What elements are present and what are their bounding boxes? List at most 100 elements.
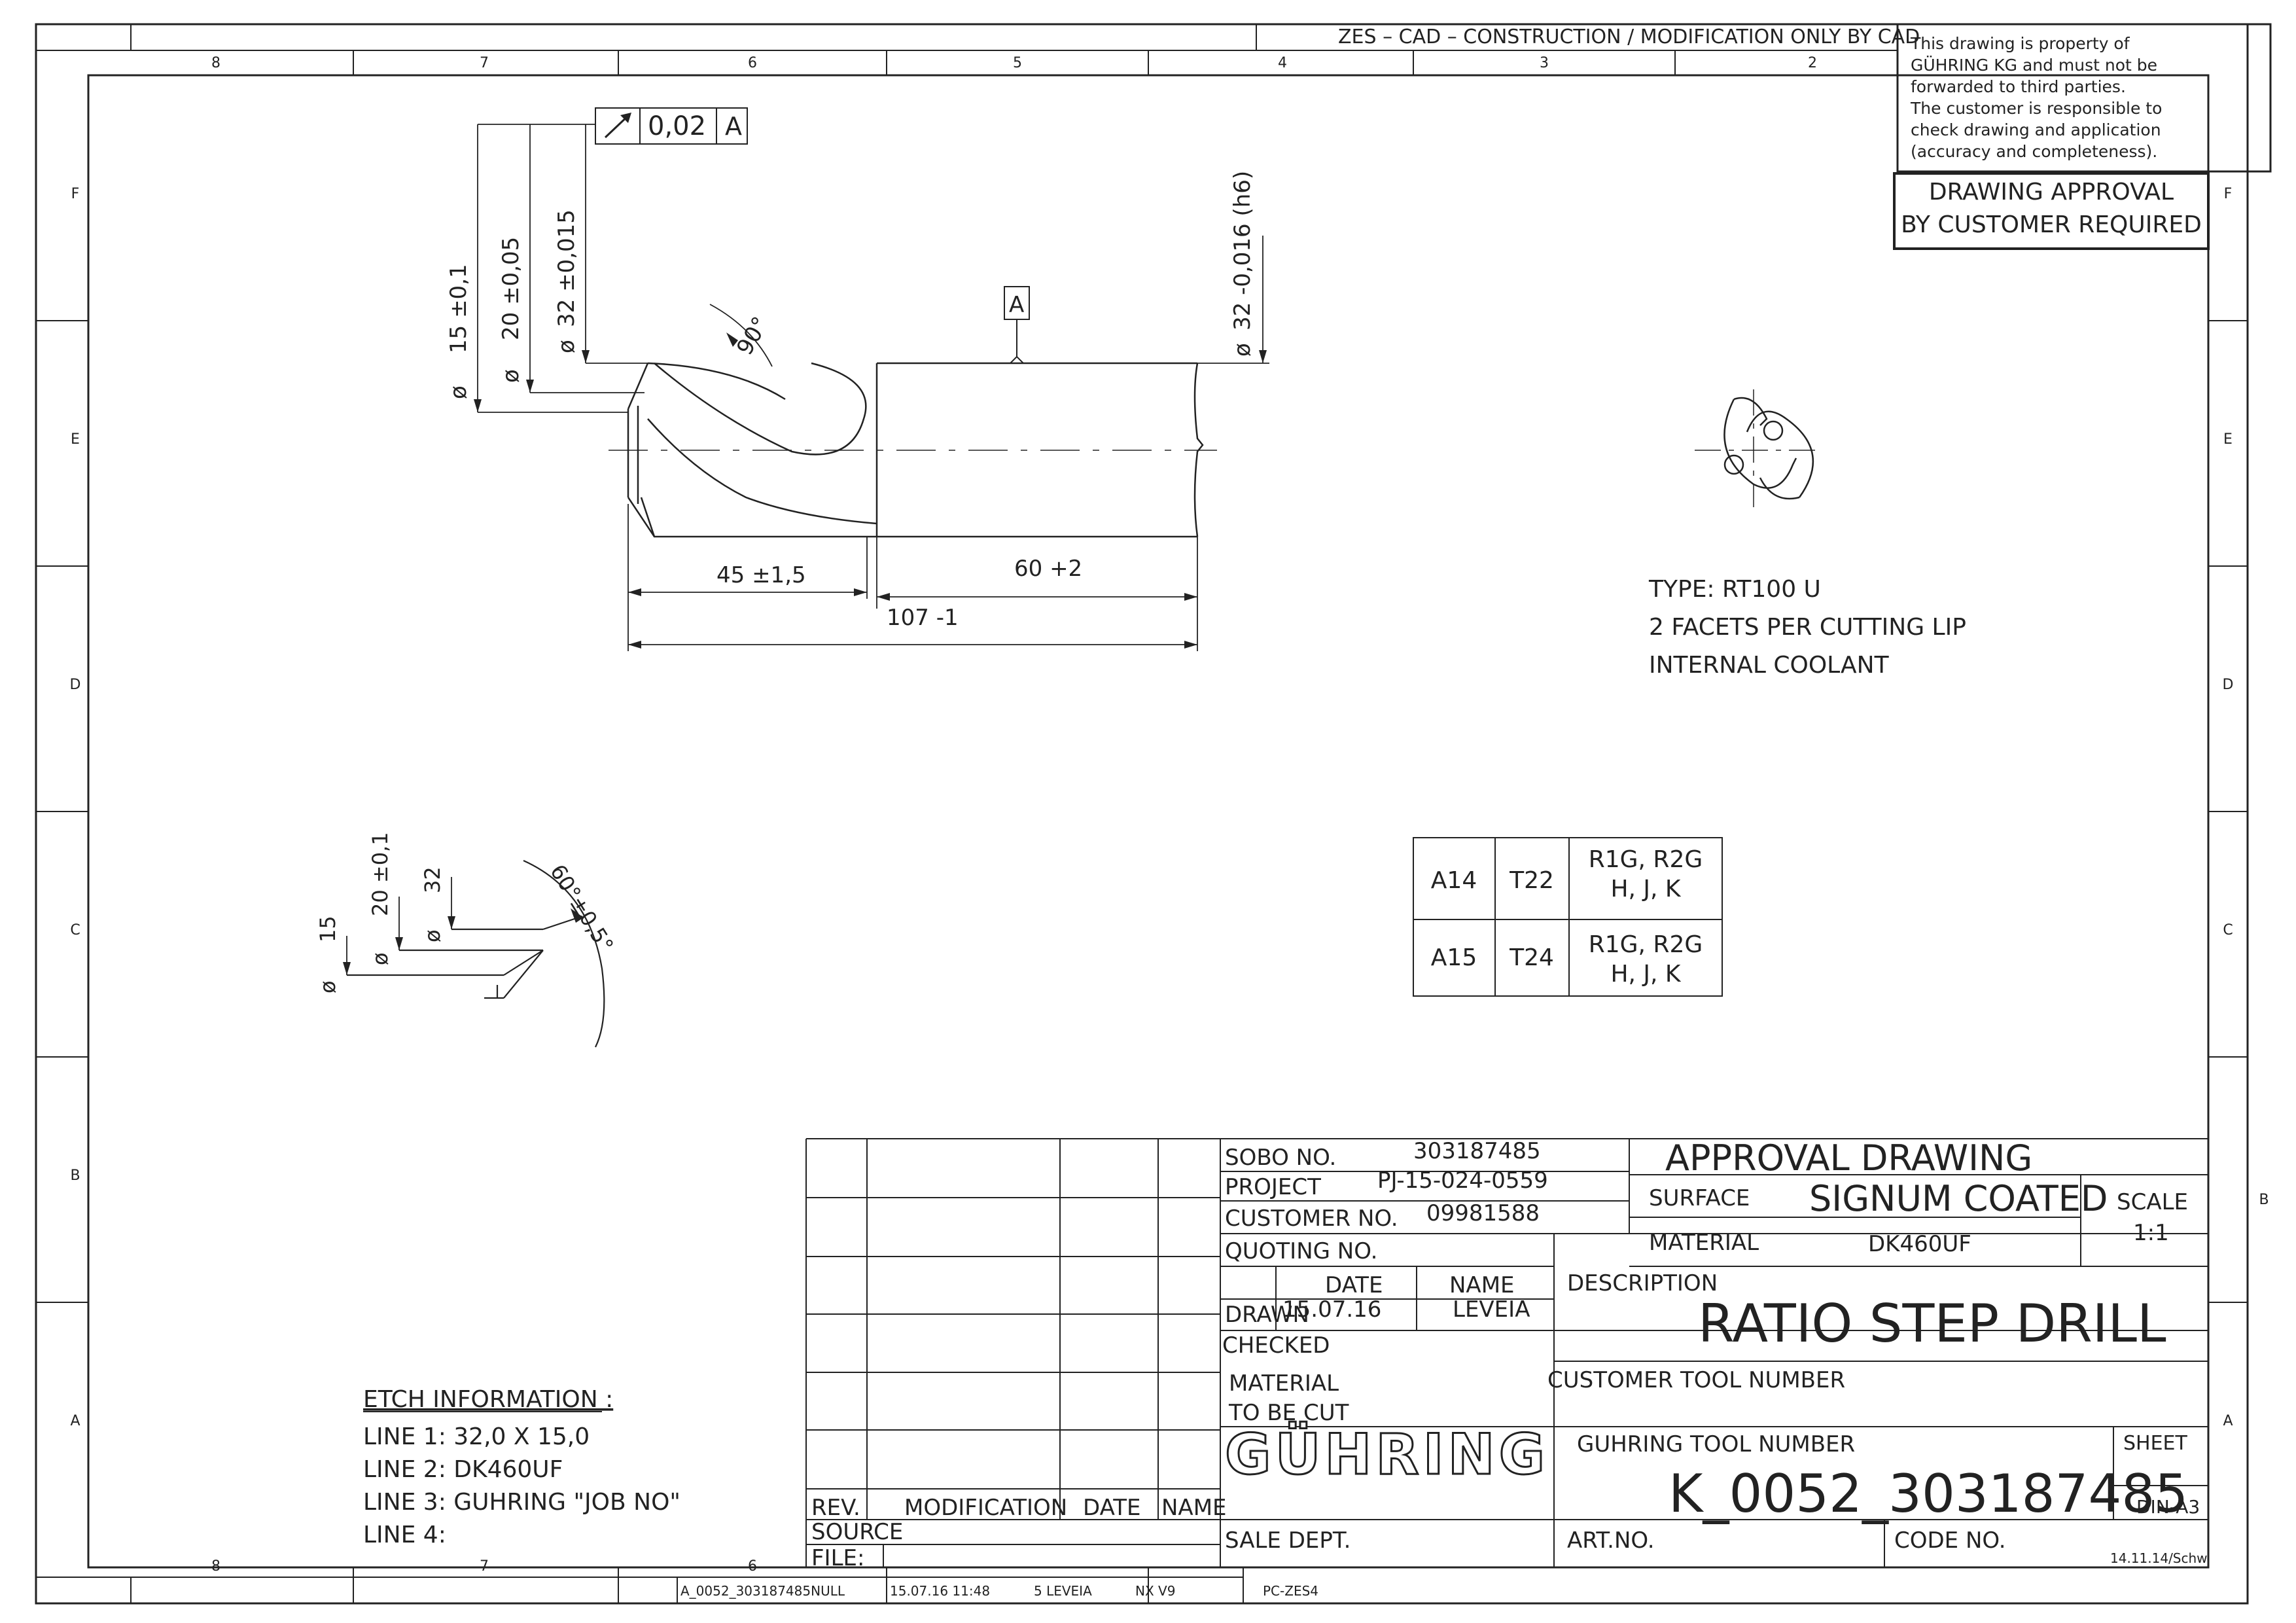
detail-dim: 15	[315, 916, 340, 942]
etch-line: LINE 1: 32,0 X 15,0	[363, 1423, 590, 1450]
detail-dim: ø	[368, 952, 393, 965]
datum-label: A	[1009, 292, 1024, 318]
svg-text:0,02: 0,02	[648, 111, 706, 141]
row-label: F	[71, 186, 80, 202]
angle-90: 90°	[732, 312, 774, 359]
material-value: DK460UF	[1868, 1231, 1971, 1257]
table-cell: H, J, K	[1610, 961, 1681, 988]
property-notice-line: GÜHRING KG and must not be	[1911, 56, 2157, 75]
outer-border	[35, 23, 2249, 1605]
approval-required: BY CUSTOMER REQUIRED	[1901, 211, 2202, 238]
source-label: SOURCE	[811, 1519, 903, 1545]
customer-tool-label: CUSTOMER TOOL NUMBER	[1547, 1367, 1845, 1393]
etch-line: LINE 2: DK460UF	[363, 1456, 563, 1483]
table-cell: R1G, R2G	[1589, 931, 1703, 958]
quoting-label: QUOTING NO.	[1225, 1238, 1377, 1264]
customer-value: 09981588	[1426, 1200, 1540, 1226]
rev-header: MODIFICATION	[904, 1495, 1067, 1521]
etch-line: LINE 3: GUHRING "JOB NO"	[363, 1489, 680, 1516]
project-label: PROJECT	[1225, 1174, 1321, 1200]
drill-end-view	[1723, 397, 1814, 500]
runout-tolerance-frame: 0,02 A	[595, 107, 748, 145]
dim-d32: ø	[554, 340, 580, 353]
rev-header: REV.	[811, 1495, 860, 1521]
table-cell: H, J, K	[1610, 876, 1681, 902]
dim-shank: 32 -0,016 (h6)	[1229, 171, 1256, 330]
row-label: B	[70, 1168, 80, 1184]
detail-dim: 20 ±0,1	[368, 832, 393, 916]
dim-d15: ø	[446, 385, 472, 399]
footer-template: 14.11.14/Schw.	[2110, 1550, 2210, 1566]
scale-label: SCALE	[2117, 1189, 2188, 1215]
detail-dim: ø	[420, 929, 445, 942]
guhring-tool-label: GUHRING TOOL NUMBER	[1577, 1431, 1855, 1457]
col-label: 6	[748, 55, 757, 71]
tool-info-line: 2 FACETS PER CUTTING LIP	[1649, 614, 1966, 641]
etch-line: LINE 4:	[363, 1522, 446, 1548]
col-label: 8	[211, 55, 221, 71]
approval-title: APPROVAL DRAWING	[1665, 1137, 2032, 1179]
footer-stamp: 15.07.16 11:48	[890, 1583, 990, 1599]
col-label: 5	[1013, 55, 1022, 71]
sale-dept-label: SALE DEPT.	[1225, 1527, 1351, 1554]
drawn-label: DRAWN	[1225, 1302, 1309, 1328]
col-label: 7	[480, 55, 489, 71]
property-notice-line: The customer is responsible to	[1910, 99, 2162, 118]
col-label: 6	[748, 1558, 757, 1575]
footer-user: 5 LEVEIA	[1034, 1583, 1092, 1599]
dim-d20: 20 ±0,05	[498, 237, 524, 340]
property-notice-line: check drawing and application	[1911, 120, 2161, 139]
row-label: E	[71, 431, 80, 448]
row-label: B	[2259, 1192, 2269, 1208]
col-label: 2	[1808, 55, 1817, 71]
tool-info-line: TYPE: RT100 U	[1648, 576, 1821, 603]
col-label: 8	[211, 1558, 221, 1575]
surface-value: SIGNUM COATED	[1809, 1178, 2108, 1219]
row-label: D	[2223, 677, 2234, 693]
dim-d32: 32 ±0,015	[554, 209, 580, 327]
detail-view	[347, 859, 605, 1048]
tool-info-line: INTERNAL COOLANT	[1649, 652, 1890, 679]
row-label: C	[70, 922, 80, 938]
sobo-value: 303187485	[1413, 1138, 1541, 1164]
guhring-logo: GÜHRING	[1225, 1421, 1549, 1488]
row-label: A	[2223, 1413, 2233, 1429]
row-label: E	[2223, 431, 2233, 448]
footer-sys: NX V9	[1135, 1583, 1175, 1599]
svg-text:A: A	[725, 112, 742, 141]
len-45: 45 ±1,5	[716, 562, 806, 588]
material-label: MATERIAL	[1649, 1230, 1759, 1256]
guhring-tool-value: K_0052_303187485	[1669, 1463, 2188, 1524]
property-notice-line: This drawing is property of	[1910, 34, 2130, 53]
table-cell: R1G, R2G	[1589, 846, 1703, 873]
sheet-label: SHEET	[2123, 1432, 2188, 1455]
project-value: PJ-15-024-0559	[1377, 1168, 1548, 1194]
property-notice-line: forwarded to third parties.	[1911, 77, 2126, 96]
table-cell: T22	[1509, 867, 1554, 894]
table-cell: T24	[1509, 944, 1554, 971]
col-label: 7	[480, 1558, 489, 1575]
table-cell: A14	[1431, 867, 1477, 894]
detail-angle: 60°±0,5°	[545, 860, 618, 957]
property-notice-line: (accuracy and completeness).	[1911, 142, 2157, 161]
rev-header: DATE	[1083, 1495, 1140, 1521]
approval-required: DRAWING APPROVAL	[1929, 179, 2174, 205]
header-note: ZES – CAD – CONSTRUCTION / MODIFICATION …	[1338, 26, 1920, 48]
dim-d15: 15 ±0,1	[446, 264, 472, 353]
len-60: 60 +2	[1014, 556, 1082, 582]
row-label: A	[70, 1413, 80, 1429]
name-header: NAME	[1449, 1272, 1515, 1298]
code-label: CODE NO.	[1894, 1527, 2006, 1554]
sheet-value: DIN-A3	[2136, 1496, 2200, 1518]
material-cut: TO BE CUT	[1228, 1400, 1349, 1426]
file-label: FILE:	[811, 1545, 864, 1571]
drawn-date: 15.07.16	[1282, 1296, 1381, 1323]
artno-label: ART.NO.	[1567, 1527, 1655, 1554]
rev-header: NAME	[1161, 1495, 1227, 1521]
row-label: F	[2224, 186, 2233, 202]
drawn-name: LEVEIA	[1453, 1296, 1530, 1323]
title-block	[805, 1138, 2208, 1567]
etch-title: ETCH INFORMATION :	[363, 1386, 613, 1413]
dim-d20: ø	[498, 369, 524, 383]
dim-shank: ø	[1229, 343, 1256, 357]
